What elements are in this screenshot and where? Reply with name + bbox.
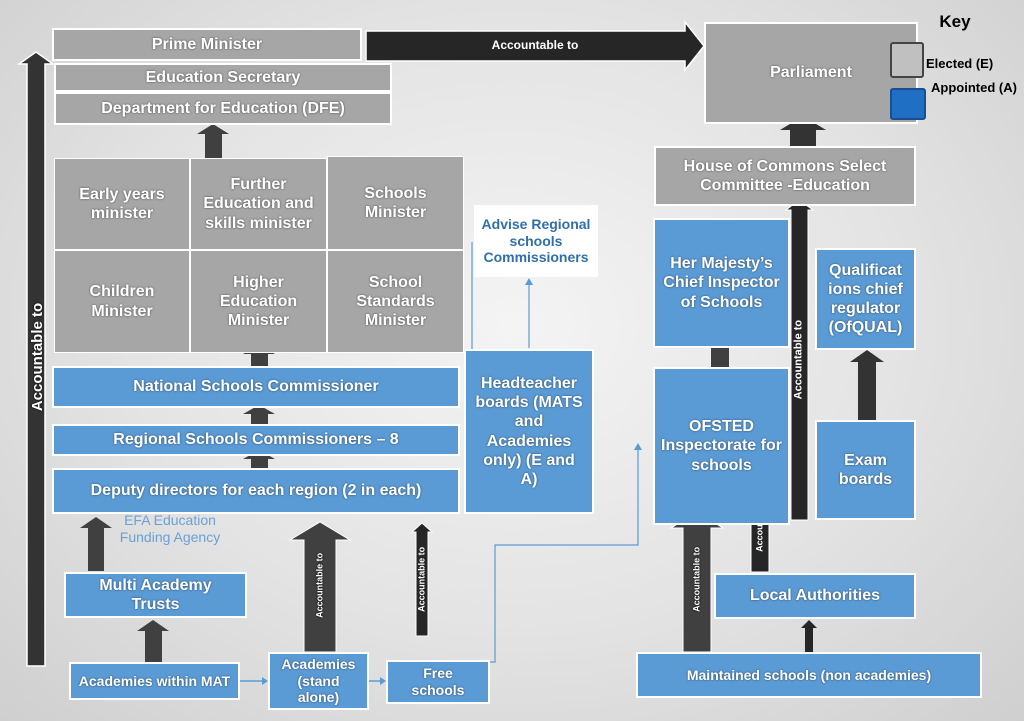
arrow-regional-national — [243, 405, 275, 425]
accountable-to-commons-label: Accountable to — [792, 319, 805, 400]
national-schools-commissioner-box: National Schools Commissioner — [52, 366, 460, 408]
early-years-minister-box: Early years minister — [54, 158, 190, 250]
higher-education-minister-box: Higher Education Minister — [190, 250, 327, 353]
accountable-to-left-label: Accountable to — [29, 302, 46, 412]
headteacher-boards-box: Headteacher boards (MATS and Academies o… — [464, 349, 594, 514]
local-authorities-box: Local Authorities — [714, 573, 916, 619]
school-standards-minister-box: School Standards Minister — [327, 250, 464, 353]
commons-select-committee-box: House of Commons Select Committee -Educa… — [654, 146, 916, 206]
arrow-maintained-la — [801, 620, 817, 652]
key-appointed-label: Appointed (A) — [931, 80, 1017, 95]
maintained-schools-box: Maintained schools (non academies) — [636, 652, 982, 698]
accountable-to-top-label: Accountable to — [491, 38, 579, 52]
chief-inspector-box: Her Majesty’s Chief Inspector of Schools — [653, 218, 790, 348]
education-secretary-box: Education Secretary — [54, 63, 392, 92]
ofqual-box: Qualificat ions chief regulator (OfQUAL) — [815, 248, 916, 350]
key-appointed-swatch — [890, 88, 926, 120]
advise-regional-commissioners-text: Advise Regional schools Commissioners — [474, 205, 598, 277]
academies-within-mat-box: Academies within MAT — [69, 662, 240, 700]
ofsted-box: OFSTED Inspectorate for schools — [653, 367, 790, 525]
arrow-ministers-dfe — [197, 124, 229, 158]
arrow-examboards-ofqual — [850, 350, 884, 420]
children-minister-box: Children Minister — [54, 250, 190, 353]
dfe-box: Department for Education (DFE) — [54, 92, 392, 125]
schools-minister-box: Schools Minister — [327, 156, 464, 250]
accountable-to-freeschools-label: Accountable to — [416, 546, 427, 612]
key-legend: Key Elected (E) Appointed (A) — [890, 10, 1020, 120]
exam-boards-box: Exam boards — [815, 420, 916, 520]
further-education-minister-box: Further Education and skills minister — [190, 158, 327, 250]
free-schools-box: Free schools — [386, 660, 490, 704]
deputy-directors-box: Deputy directors for each region (2 in e… — [52, 468, 460, 514]
accountable-to-standalone-label: Accountable to — [314, 552, 325, 618]
prime-minister-box: Prime Minister — [52, 28, 362, 61]
key-title: Key — [939, 12, 971, 31]
multi-academy-trusts-box: Multi Academy Trusts — [64, 572, 247, 618]
key-elected-swatch — [890, 42, 924, 78]
parliament-box: Parliament — [704, 22, 918, 124]
academies-stand-alone-box: Academies (stand alone) — [268, 652, 369, 710]
arrow-academiesmat-mat — [137, 620, 169, 662]
efa-text: EFA Education Funding Agency — [119, 512, 221, 545]
regional-schools-commissioners-box: Regional Schools Commissioners – 8 — [52, 424, 460, 456]
accountable-to-maintained-label: Accountable to — [691, 546, 702, 612]
key-elected-label: Elected (E) — [926, 56, 994, 71]
